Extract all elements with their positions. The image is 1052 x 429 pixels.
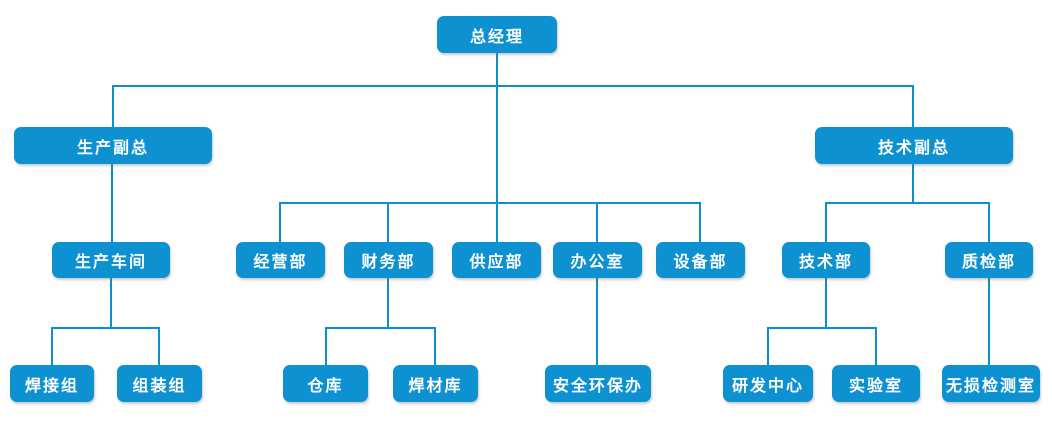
- node-technical-dept: 技术部: [782, 242, 870, 278]
- node-welding-material-store: 焊材库: [393, 365, 478, 402]
- connector-drop-production-vp: [112, 85, 114, 127]
- connector-drop-technical-vp: [912, 85, 914, 127]
- node-assembly-group: 组装组: [117, 365, 202, 402]
- connector-finance-vertical: [387, 278, 389, 329]
- connector-drop-finance-dept: [387, 202, 389, 242]
- connector-level2-horizontal-right: [825, 202, 990, 204]
- connector-drop-business-dept: [279, 202, 281, 242]
- node-laboratory: 实验室: [832, 365, 920, 402]
- node-quality-dept: 质检部: [945, 242, 1033, 278]
- node-rd-center: 研发中心: [723, 365, 813, 402]
- connector-quality-to-ndt: [988, 278, 990, 365]
- connector-drop-quality-dept: [988, 202, 990, 242]
- connector-production-vp-to-workshop: [111, 164, 113, 242]
- connector-level1-horizontal: [112, 85, 914, 87]
- connector-technical-dept-vertical: [825, 278, 827, 329]
- connector-drop-rd-center: [767, 327, 769, 365]
- connector-trunk-vertical: [496, 53, 498, 242]
- connector-technical-vp-vertical: [912, 164, 914, 204]
- node-supply-dept: 供应部: [452, 242, 541, 278]
- connector-drop-assembly-group: [158, 327, 160, 365]
- connector-drop-technical-dept: [825, 202, 827, 242]
- node-business-dept: 经营部: [236, 242, 325, 278]
- connector-level2-horizontal-middle: [280, 202, 701, 204]
- connector-drop-equipment-dept: [699, 202, 701, 242]
- node-finance-dept: 财务部: [344, 242, 433, 278]
- connector-drop-office: [596, 202, 598, 242]
- node-safety-env-office: 安全环保办: [545, 365, 651, 402]
- connector-drop-laboratory: [875, 327, 877, 365]
- node-equipment-dept: 设备部: [656, 242, 745, 278]
- node-warehouse: 仓库: [283, 365, 368, 402]
- connector-level3-horizontal-workshop: [51, 327, 160, 329]
- node-production-workshop: 生产车间: [52, 242, 170, 278]
- node-general-manager: 总经理: [437, 16, 557, 53]
- node-office: 办公室: [553, 242, 642, 278]
- connector-level3-horizontal-technical: [767, 327, 877, 329]
- connector-workshop-vertical: [110, 278, 112, 329]
- connector-drop-welding-group: [51, 327, 53, 365]
- node-production-vp: 生产副总: [14, 127, 212, 164]
- node-technical-vp: 技术副总: [815, 127, 1013, 164]
- connector-drop-warehouse: [325, 327, 327, 365]
- connector-drop-welding-material-store: [434, 327, 436, 365]
- node-welding-group: 焊接组: [10, 365, 94, 402]
- node-ndt-room: 无损检测室: [942, 365, 1040, 402]
- connector-office-to-safety: [596, 278, 598, 365]
- connector-level3-horizontal-finance: [325, 327, 436, 329]
